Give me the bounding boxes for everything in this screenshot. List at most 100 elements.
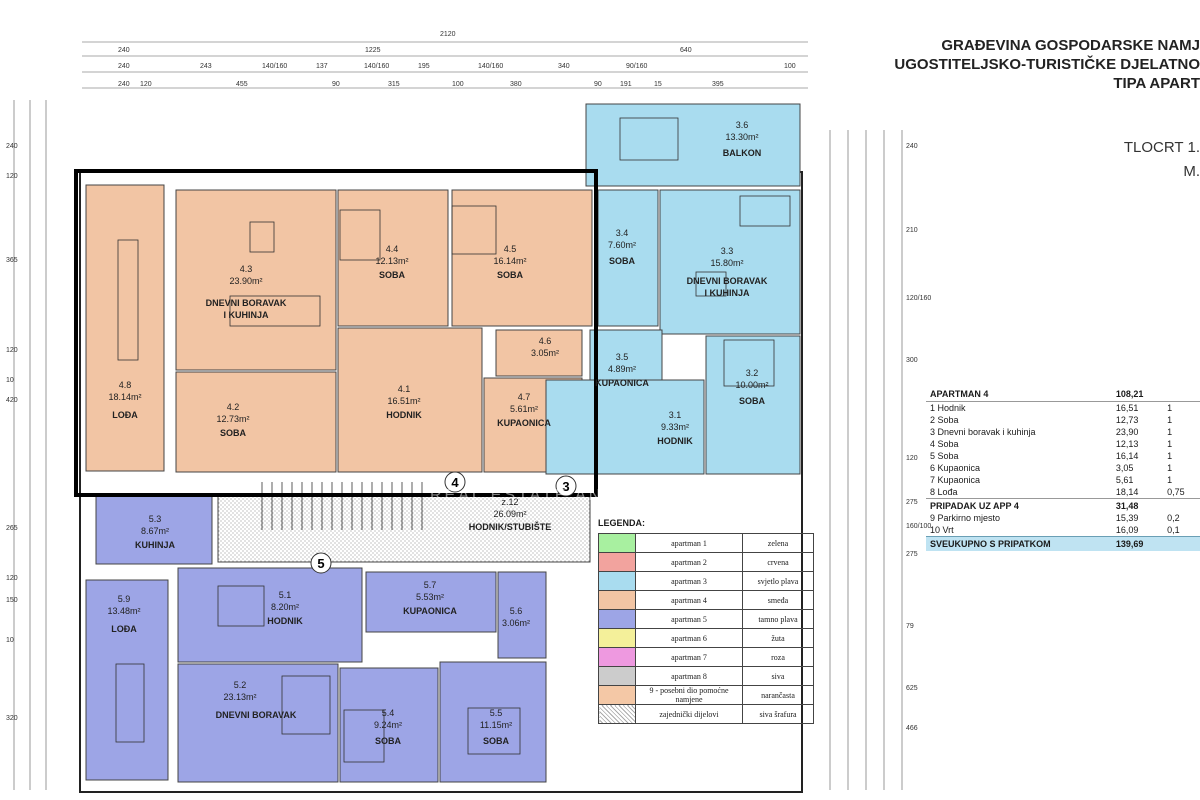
svg-text:4.7: 4.7 [518, 392, 531, 402]
svg-text:3: 3 [562, 479, 569, 494]
svg-text:3.2: 3.2 [746, 368, 759, 378]
table-header-name: APARTMAN 4 [926, 387, 1112, 402]
plan-caption: TLOCRT 1. M. [1000, 136, 1200, 184]
room-3-3 [659, 189, 801, 335]
svg-text:KUPAONICA: KUPAONICA [497, 418, 551, 428]
legend-item: apartman 3 svjetlo plava [598, 571, 814, 591]
apartment-5 [85, 495, 547, 783]
legend-swatch [598, 552, 636, 572]
svg-text:120: 120 [6, 575, 18, 582]
room-5-5 [439, 661, 547, 783]
svg-text:5.53m²: 5.53m² [416, 592, 444, 602]
svg-text:HODNIK/STUBIŠTE: HODNIK/STUBIŠTE [469, 521, 552, 532]
room-4-5 [451, 189, 593, 327]
svg-text:HODNIK: HODNIK [657, 436, 693, 446]
svg-text:240: 240 [118, 63, 130, 70]
svg-text:4.6: 4.6 [539, 336, 552, 346]
svg-text:23.13m²: 23.13m² [223, 692, 256, 702]
svg-text:315: 315 [388, 81, 400, 88]
plan-caption-line-1: TLOCRT 1. [1123, 139, 1200, 156]
furniture [115, 117, 791, 763]
svg-text:SOBA: SOBA [483, 736, 510, 746]
legend-swatch [598, 590, 636, 610]
svg-text:275: 275 [906, 551, 918, 558]
svg-text:137: 137 [316, 63, 328, 70]
title-line-2: UGOSTITELJSKO-TURISTIČKE DJELATNO [894, 56, 1200, 73]
svg-text:265: 265 [6, 525, 18, 532]
legend-swatch [598, 571, 636, 591]
svg-text:DNEVNI BORAVAK: DNEVNI BORAVAK [216, 710, 297, 720]
dim-row2: 240 243 140/160 137 140/160 195 140/160 … [118, 63, 796, 70]
room-4-1 [337, 327, 483, 473]
legend-swatch [598, 647, 636, 667]
svg-text:10: 10 [6, 377, 14, 384]
svg-text:4.8: 4.8 [119, 380, 132, 390]
svg-text:8.67m²: 8.67m² [141, 526, 169, 536]
svg-text:15.80m²: 15.80m² [710, 258, 743, 268]
svg-text:15: 15 [654, 81, 662, 88]
svg-text:5.1: 5.1 [279, 590, 292, 600]
svg-text:195: 195 [418, 63, 430, 70]
svg-text:11.15m²: 11.15m² [480, 720, 512, 730]
svg-text:160/100: 160/100 [906, 523, 931, 530]
svg-text:LOĐA: LOĐA [112, 410, 138, 420]
legend-swatch [598, 685, 636, 705]
svg-text:8.20m²: 8.20m² [271, 602, 299, 612]
legend-item: apartman 8 siva [598, 666, 814, 686]
stairs [261, 482, 423, 530]
dim-right: 240 210 120/160 300 120 275 160/100 275 … [906, 143, 931, 732]
svg-text:120/160: 120/160 [906, 295, 931, 302]
svg-text:13.48m²: 13.48m² [107, 606, 140, 616]
svg-text:466: 466 [906, 725, 918, 732]
svg-text:140/160: 140/160 [364, 63, 389, 70]
svg-text:3.06m²: 3.06m² [502, 618, 530, 628]
room-5-2 [177, 663, 339, 783]
svg-text:DNEVNI BORAVAK: DNEVNI BORAVAK [687, 276, 768, 286]
svg-text:DNEVNI BORAVAK: DNEVNI BORAVAK [206, 298, 287, 308]
svg-text:SOBA: SOBA [375, 736, 402, 746]
svg-text:z.12: z.12 [501, 497, 518, 507]
svg-text:243: 243 [200, 63, 212, 70]
svg-text:9.24m²: 9.24m² [374, 720, 402, 730]
drawing-title: GRAĐEVINA GOSPODARSKE NAMJ UGOSTITELJSKO… [800, 36, 1200, 93]
room-4-3 [175, 189, 337, 371]
legend-item: 9 - posebni dio pomoćne namjene narančas… [598, 685, 814, 705]
svg-text:191: 191 [620, 81, 632, 88]
svg-text:5.6: 5.6 [510, 606, 523, 616]
legend-swatch [598, 666, 636, 686]
legend-item: apartman 1 zelena [598, 533, 814, 553]
apartment-4-highlight [74, 169, 598, 497]
svg-text:4.2: 4.2 [227, 402, 240, 412]
room-5-7 [365, 571, 497, 633]
svg-text:5: 5 [317, 556, 324, 571]
svg-text:HODNIK: HODNIK [386, 410, 422, 420]
svg-text:16.14m²: 16.14m² [493, 256, 526, 266]
svg-text:5.9: 5.9 [118, 594, 131, 604]
svg-text:SOBA: SOBA [220, 428, 247, 438]
svg-text:5.3: 5.3 [149, 514, 162, 524]
title-line-1: GRAĐEVINA GOSPODARSKE NAMJ [941, 37, 1200, 54]
svg-text:HODNIK: HODNIK [267, 616, 303, 626]
svg-text:420: 420 [6, 397, 18, 404]
svg-text:455: 455 [236, 81, 248, 88]
legend: LEGENDA: apartman 1 zelena apartman 2 cr… [598, 518, 818, 724]
apartment-4 [85, 184, 593, 473]
svg-text:3.3: 3.3 [721, 246, 734, 256]
svg-text:210: 210 [906, 227, 918, 234]
svg-text:100: 100 [452, 81, 464, 88]
svg-text:4.3: 4.3 [240, 264, 253, 274]
title-line-3: TIPA APART [1113, 75, 1200, 92]
svg-text:365: 365 [6, 257, 18, 264]
svg-text:3.4: 3.4 [616, 228, 629, 238]
svg-text:3.05m²: 3.05m² [531, 348, 559, 358]
legend-item-shared: zajednički dijelovi siva šrafura [598, 704, 814, 724]
room-3-4 [597, 189, 659, 327]
svg-text:5.5: 5.5 [490, 708, 503, 718]
svg-text:240: 240 [118, 81, 130, 88]
